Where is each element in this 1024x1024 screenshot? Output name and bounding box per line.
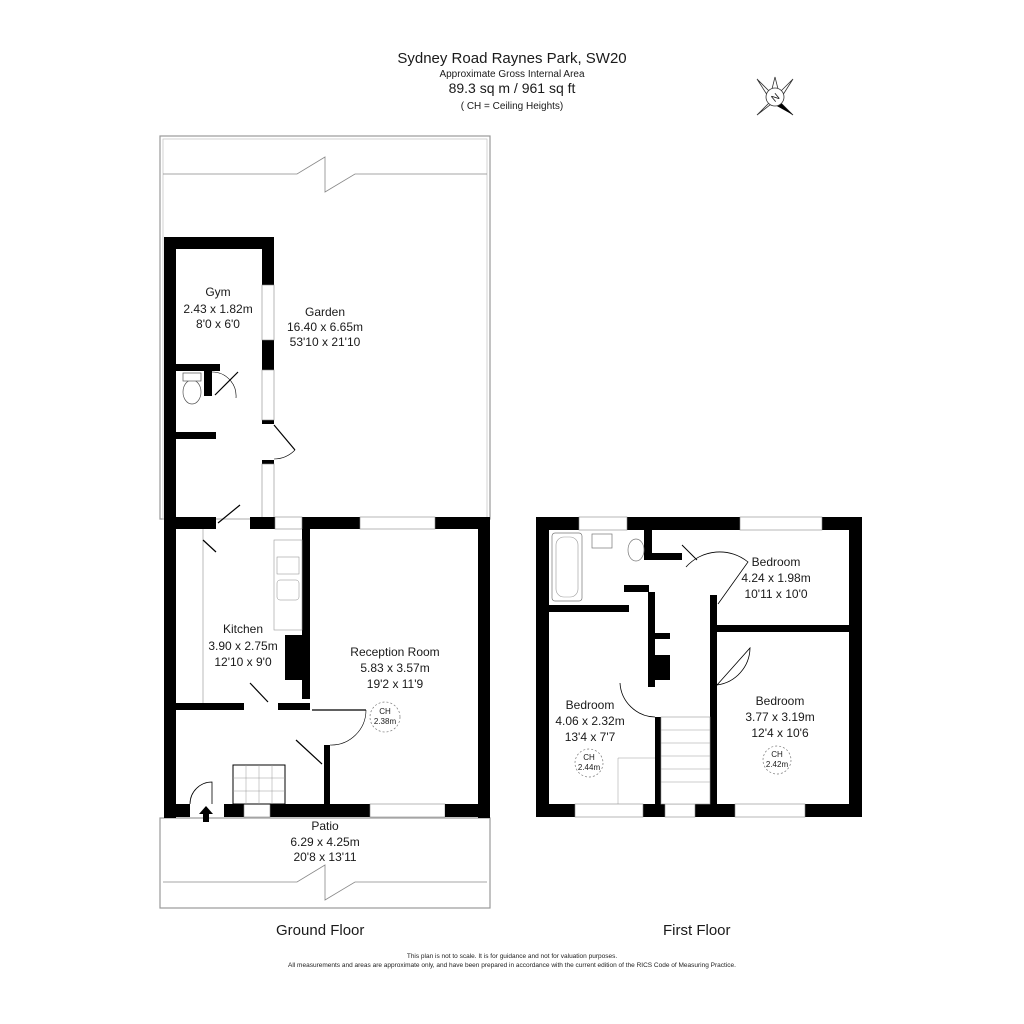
kitchen-imperial: 12'10 x 9'0 bbox=[214, 655, 272, 669]
bedroom1-name: Bedroom bbox=[752, 555, 801, 569]
bedroom3-ch-value: 2.42m bbox=[766, 760, 789, 769]
gym-metric: 2.43 x 1.82m bbox=[183, 302, 252, 316]
bedroom1-metric: 4.24 x 1.98m bbox=[741, 571, 810, 585]
disclaimer-line-2: All measurements and areas are approxima… bbox=[288, 962, 736, 969]
patio-name: Patio bbox=[311, 819, 339, 833]
gym-imperial: 8'0 x 6'0 bbox=[196, 317, 240, 331]
plan-title: Sydney Road Raynes Park, SW20 bbox=[397, 50, 627, 67]
ground-floor-plan: Garden 16.40 x 6.65m 53'10 x 21'10 Gym 2… bbox=[159, 135, 491, 909]
kitchen-metric: 3.90 x 2.75m bbox=[208, 639, 277, 653]
reception-name: Reception Room bbox=[350, 645, 439, 659]
reception-ch-value: 2.38m bbox=[374, 717, 397, 726]
reception-metric: 5.83 x 3.57m bbox=[360, 661, 429, 675]
gym-name: Gym bbox=[205, 285, 230, 299]
entrance-arrow-icon bbox=[199, 806, 213, 822]
gross-area: 89.3 sq m / 961 sq ft bbox=[448, 80, 576, 96]
bedroom3-ch-label: CH bbox=[771, 750, 783, 759]
first-floor-label: First Floor bbox=[663, 922, 731, 939]
ground-floor-label: Ground Floor bbox=[276, 922, 365, 939]
reception-imperial: 19'2 x 11'9 bbox=[367, 677, 424, 691]
garden-metric: 16.40 x 6.65m bbox=[287, 320, 363, 334]
bedroom2-imperial: 13'4 x 7'7 bbox=[565, 730, 616, 744]
north-compass-icon: N bbox=[756, 76, 794, 116]
patio-imperial: 20'8 x 13'11 bbox=[293, 850, 356, 864]
bedroom3-metric: 3.77 x 3.19m bbox=[745, 710, 814, 724]
bedroom2-ch-label: CH bbox=[583, 753, 595, 762]
disclaimer-line-1: This plan is not to scale. It is for gui… bbox=[406, 953, 618, 960]
first-floor-plan: Bedroom 4.24 x 1.98m 10'11 x 10'0 Bedroo… bbox=[536, 516, 862, 818]
bedroom3-imperial: 12'4 x 10'6 bbox=[751, 726, 809, 740]
plan-subtitle: Approximate Gross Internal Area bbox=[439, 69, 585, 80]
kitchen-name: Kitchen bbox=[223, 622, 263, 636]
reception-ch-label: CH bbox=[379, 707, 391, 716]
bedroom1-imperial: 10'11 x 10'0 bbox=[744, 587, 807, 601]
garden-name: Garden bbox=[305, 305, 345, 319]
bedroom2-metric: 4.06 x 2.32m bbox=[555, 714, 624, 728]
bedroom2-name: Bedroom bbox=[566, 698, 615, 712]
garden-imperial: 53'10 x 21'10 bbox=[290, 335, 361, 349]
bedroom2-ch-value: 2.44m bbox=[578, 763, 601, 772]
ceiling-height-note: ( CH = Ceiling Heights) bbox=[460, 101, 564, 112]
bedroom3-name: Bedroom bbox=[756, 694, 805, 708]
patio-metric: 6.29 x 4.25m bbox=[290, 835, 359, 849]
